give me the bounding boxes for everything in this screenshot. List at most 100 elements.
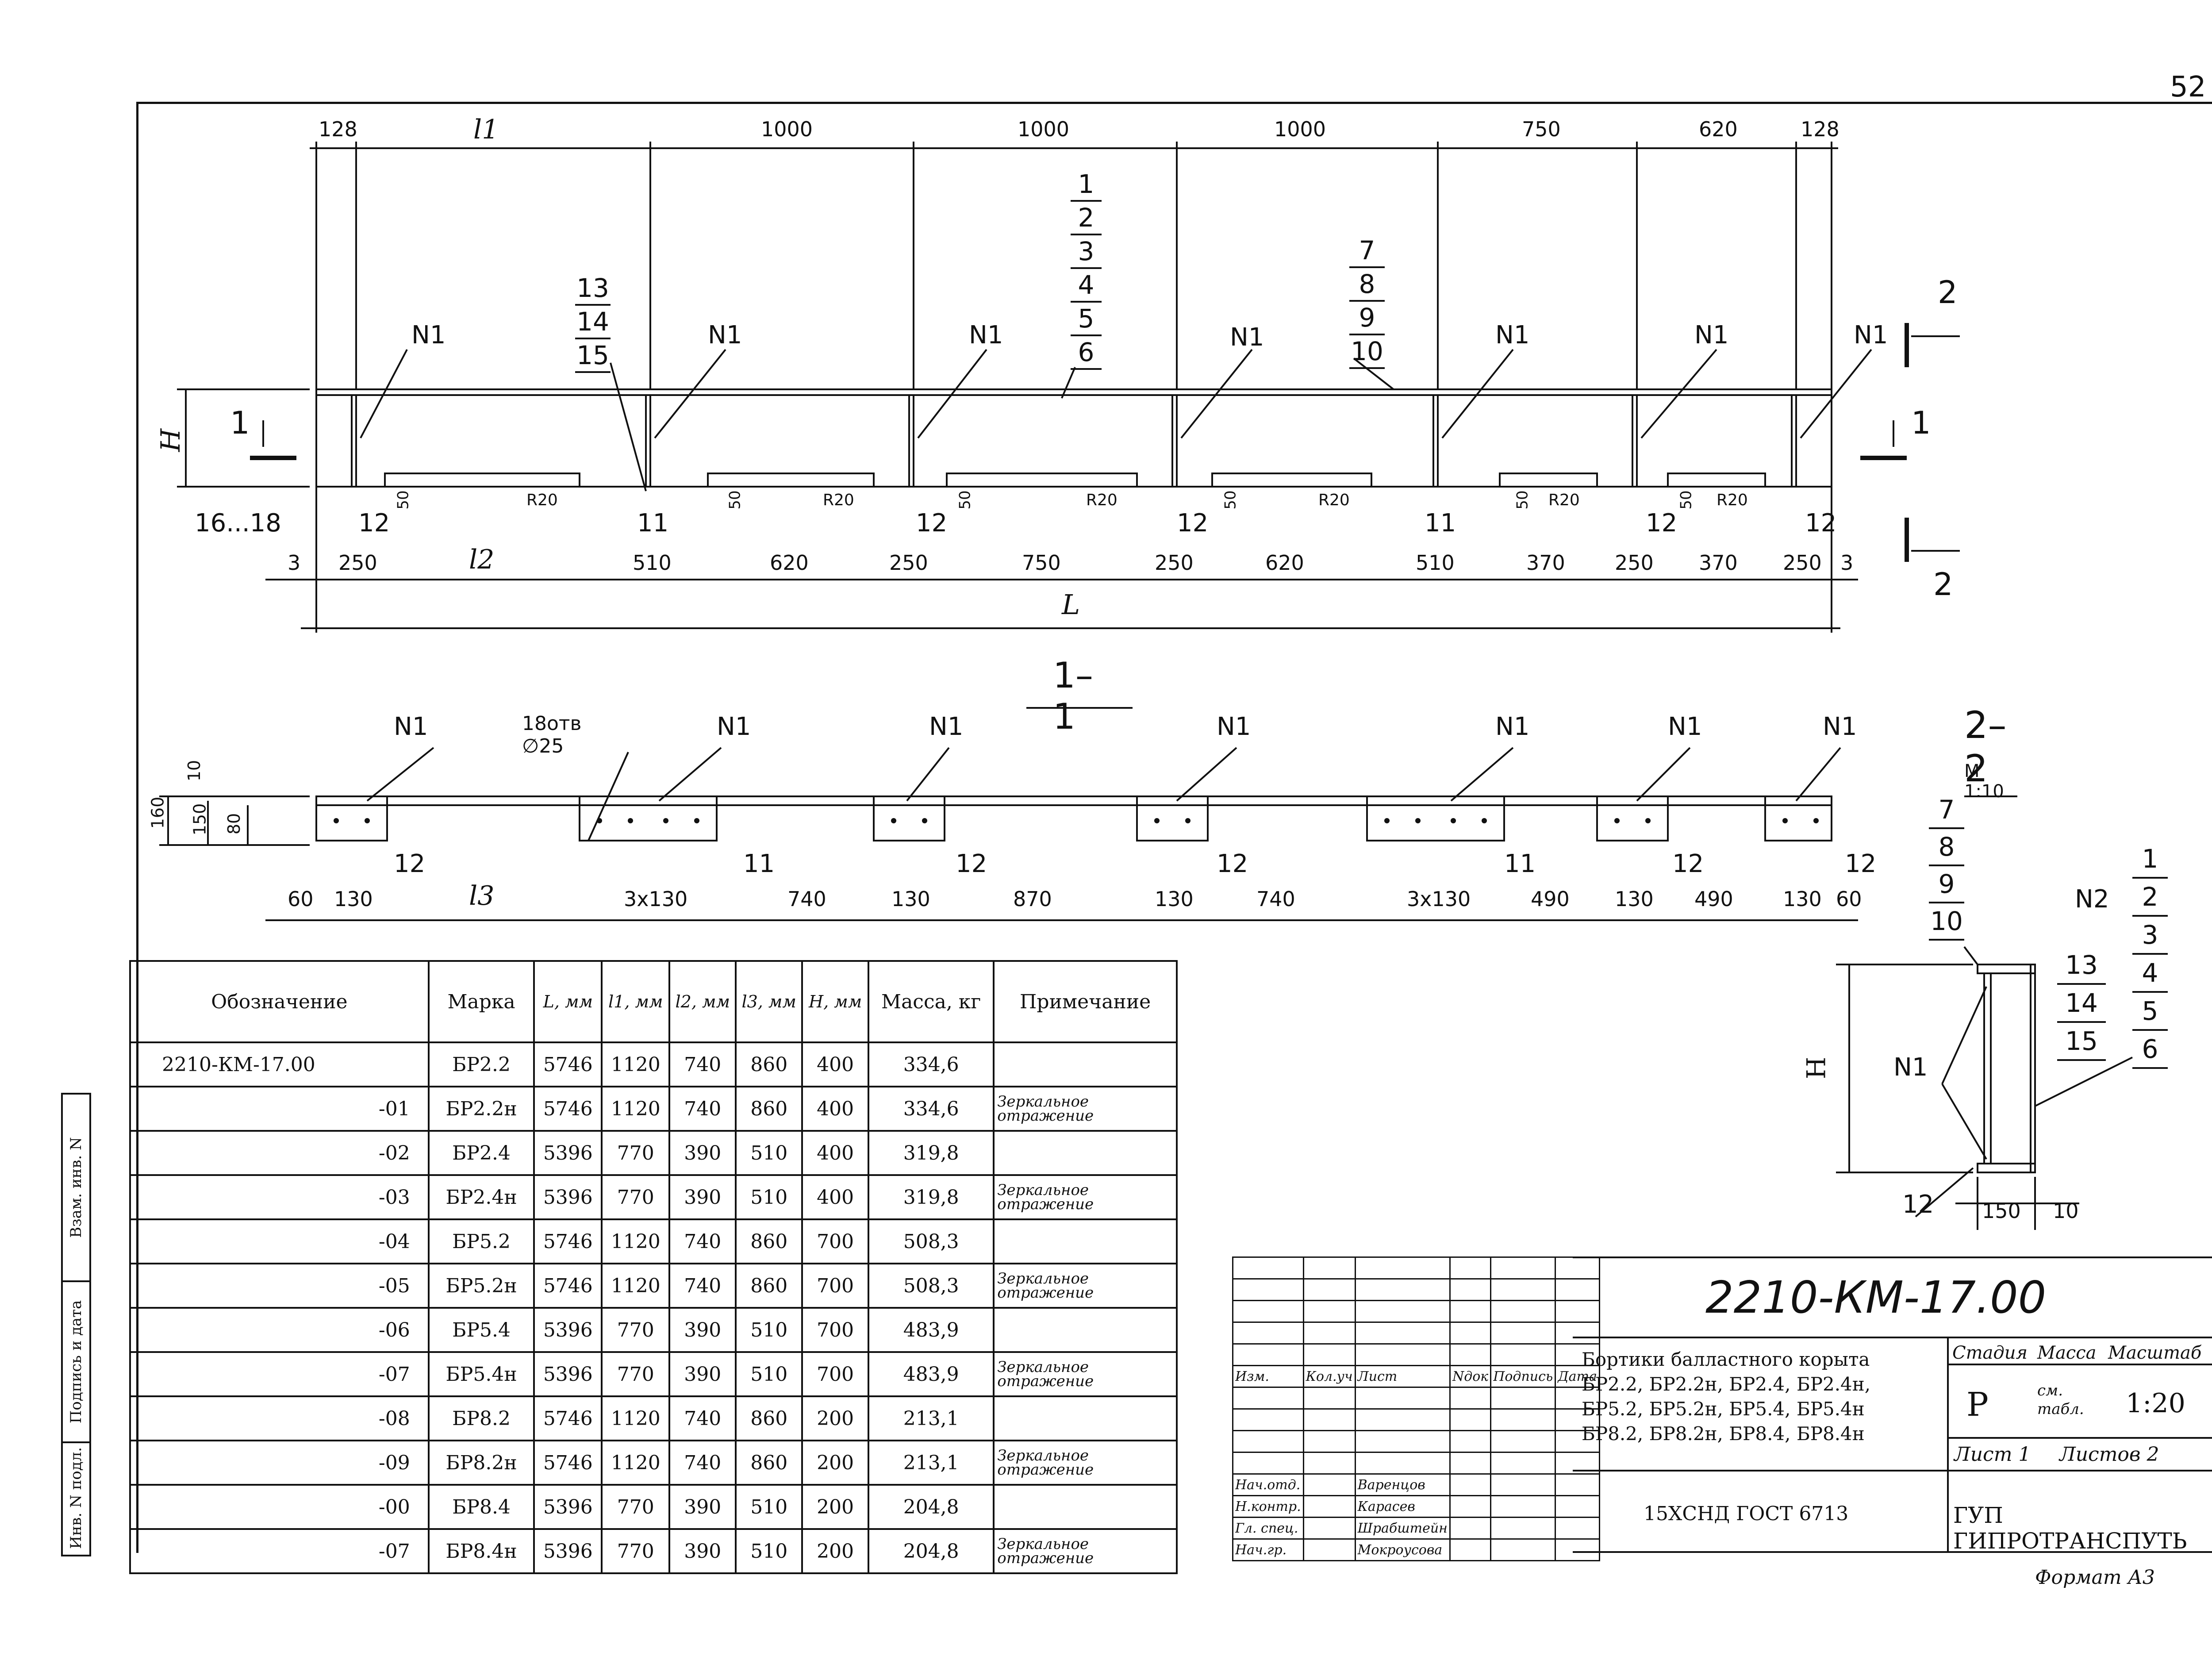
dim-3-right: 3 bbox=[1840, 551, 1854, 575]
cell-L: 5396 bbox=[533, 1130, 603, 1176]
revision-cell bbox=[1232, 1430, 1304, 1453]
cut-2-bottom: 2 bbox=[1933, 566, 1953, 603]
cell-marka: БР8.4 bbox=[427, 1484, 535, 1530]
stage-values: Р см. табл. 1:20 bbox=[1947, 1364, 2212, 1439]
dim-250: 250 bbox=[338, 551, 377, 575]
sheets-label: Листов 2 bbox=[2059, 1443, 2159, 1466]
label-16-18: 16...18 bbox=[195, 509, 281, 538]
cell-massa: 483,9 bbox=[868, 1307, 995, 1353]
dim-870: 870 bbox=[1013, 887, 1052, 911]
revision-cell bbox=[1490, 1256, 1556, 1279]
n1-label: N1 bbox=[1230, 323, 1264, 352]
cell-primechanie bbox=[993, 1395, 1178, 1441]
cell-marka: БР2.2н bbox=[427, 1086, 535, 1132]
cell-oboznachenie: -09 bbox=[129, 1440, 430, 1486]
cell-oboznachenie: -02 bbox=[129, 1130, 430, 1176]
section-2-2-scale: М 1:10 bbox=[1964, 761, 2004, 802]
revision-cell bbox=[1490, 1430, 1556, 1453]
dim-130: 130 bbox=[1783, 887, 1822, 911]
cell-primechanie: Зеркальное отражение bbox=[993, 1440, 1178, 1486]
dim-60: 60 bbox=[1836, 887, 1862, 911]
cell-L: 5396 bbox=[533, 1484, 603, 1530]
dim-128-right: 128 bbox=[1801, 117, 1839, 141]
revision-cell bbox=[1555, 1387, 1600, 1410]
revision-cell bbox=[1555, 1408, 1600, 1431]
revision-cell bbox=[1302, 1322, 1356, 1345]
part-12-label: 12 bbox=[1217, 849, 1248, 878]
revision-cell bbox=[1232, 1452, 1304, 1475]
cell-primechanie: Зеркальное отражение bbox=[993, 1528, 1178, 1574]
dim-3x130: 3x130 bbox=[624, 887, 688, 911]
cell-massa: 204,8 bbox=[868, 1484, 995, 1530]
n1-label: N1 bbox=[1217, 712, 1251, 741]
cell-l1: 770 bbox=[601, 1307, 671, 1353]
revision-cell bbox=[1449, 1387, 1492, 1410]
dim-510: 510 bbox=[1416, 551, 1455, 575]
dim-60: 60 bbox=[288, 887, 314, 911]
cell-oboznachenie: -01 bbox=[129, 1086, 430, 1132]
cut-1-left: 1 bbox=[230, 405, 250, 441]
cell-oboznachenie: -07 bbox=[129, 1351, 430, 1397]
revision-cell bbox=[1490, 1300, 1556, 1323]
mass-value: см. табл. bbox=[2037, 1382, 2084, 1418]
part-12-label: 12 bbox=[394, 849, 426, 878]
notch-50: 50 bbox=[1677, 490, 1695, 510]
cell-l2: 390 bbox=[668, 1528, 737, 1574]
cell-marka: БР5.4н bbox=[427, 1351, 535, 1397]
cell-oboznachenie: -05 bbox=[129, 1263, 430, 1309]
section-1-1-title: 1–1 bbox=[1053, 655, 1093, 737]
dim-740: 740 bbox=[1256, 887, 1295, 911]
revision-cell: Гл. спец. bbox=[1232, 1517, 1304, 1540]
dim-250: 250 bbox=[1783, 551, 1822, 575]
cell-H: 700 bbox=[801, 1218, 870, 1264]
header-marka: Марка bbox=[427, 960, 535, 1043]
cell-l1: 770 bbox=[601, 1484, 671, 1530]
revision-cell bbox=[1490, 1343, 1556, 1366]
revision-cell: Варенцов bbox=[1354, 1473, 1451, 1496]
cell-l3: 860 bbox=[735, 1218, 803, 1264]
header-L: L, мм bbox=[533, 960, 603, 1043]
revision-cell bbox=[1232, 1300, 1304, 1323]
dim-1000-b: 1000 bbox=[1018, 117, 1070, 141]
revision-cell bbox=[1354, 1343, 1451, 1366]
revision-cell bbox=[1490, 1473, 1556, 1496]
header-l1: l1, мм bbox=[601, 960, 671, 1043]
dim-750: 750 bbox=[1522, 117, 1561, 141]
dim-H-section: H bbox=[1801, 1057, 1832, 1080]
revision-cell bbox=[1302, 1300, 1356, 1323]
revision-cell bbox=[1232, 1343, 1304, 1366]
cell-L: 5396 bbox=[533, 1528, 603, 1574]
revision-cell bbox=[1555, 1473, 1600, 1496]
part-12-label: 12 bbox=[956, 849, 987, 878]
cell-l1: 770 bbox=[601, 1528, 671, 1574]
cell-l1: 770 bbox=[601, 1351, 671, 1397]
part-12-label: 12 bbox=[1805, 509, 1837, 538]
cell-massa: 334,6 bbox=[868, 1086, 995, 1132]
part-12-label: 12 bbox=[916, 509, 948, 538]
cell-primechanie: Зеркальное отражение bbox=[993, 1351, 1178, 1397]
n1-label: N1 bbox=[929, 712, 964, 741]
cell-marka: БР5.4 bbox=[427, 1307, 535, 1353]
dim-3x130: 3x130 bbox=[1407, 887, 1471, 911]
side-stamp-cell: Взам. инв. N bbox=[63, 1095, 89, 1282]
stack-1-6-section: 1 2 3 4 5 6 bbox=[2132, 841, 2168, 1069]
revision-cell bbox=[1232, 1322, 1304, 1345]
cell-l2: 740 bbox=[668, 1263, 737, 1309]
cell-l3: 860 bbox=[735, 1263, 803, 1309]
revision-cell bbox=[1354, 1430, 1451, 1453]
cell-H: 200 bbox=[801, 1484, 870, 1530]
header-oboznachenie: Обозначение bbox=[129, 960, 430, 1043]
revision-cell bbox=[1555, 1278, 1600, 1301]
header-l2: l2, мм bbox=[668, 960, 737, 1043]
n1-label: N1 bbox=[1495, 712, 1530, 741]
n1-label: N1 bbox=[717, 712, 751, 741]
stage-header: Стадия Масса Масштаб bbox=[1947, 1337, 2212, 1365]
part-11-label: 11 bbox=[1425, 509, 1456, 538]
revision-cell bbox=[1490, 1278, 1556, 1301]
revision-row: Гл. спец.Шрабштейн bbox=[1232, 1517, 1600, 1540]
cell-oboznachenie: -00 bbox=[129, 1484, 430, 1530]
